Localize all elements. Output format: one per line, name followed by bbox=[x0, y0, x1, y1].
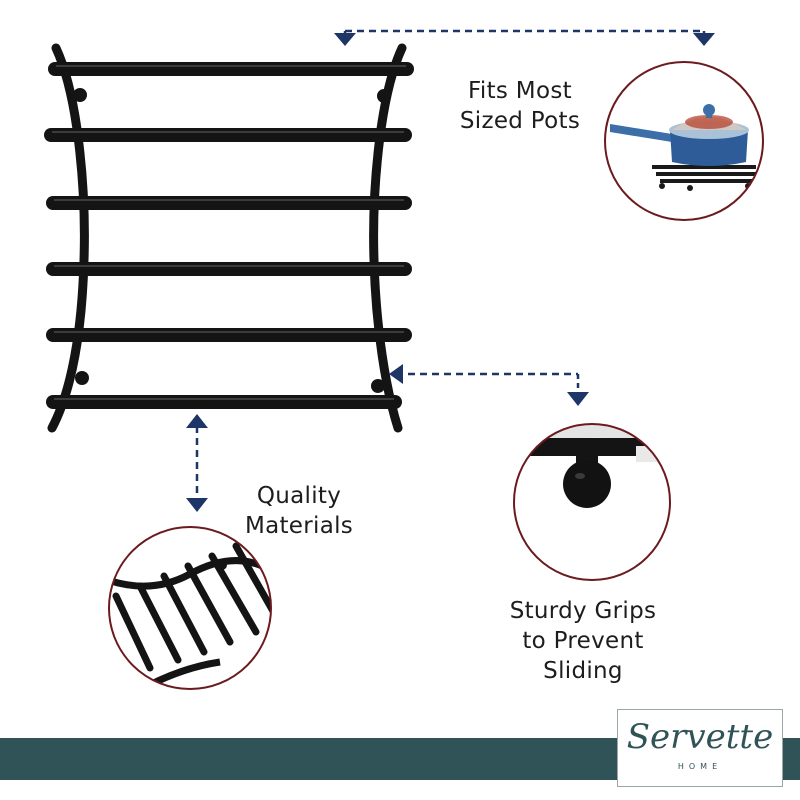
pot-on-trivet-icon bbox=[604, 61, 764, 221]
arrow-right bbox=[389, 364, 589, 406]
callout-grips-text: Sturdy Grips to Prevent Sliding bbox=[509, 598, 657, 684]
trivet-rack-illustration bbox=[44, 43, 414, 433]
brand-logo-sub: HOME bbox=[677, 762, 723, 771]
callout-pots-text: Fits Most Sized Pots bbox=[459, 78, 581, 134]
arrow-bottom bbox=[186, 414, 208, 512]
grip-foot-icon bbox=[513, 423, 671, 581]
brand-logo-name: Servette bbox=[626, 717, 774, 757]
callout-materials-text: Quality Materials bbox=[244, 483, 354, 539]
rack-closeup-icon bbox=[108, 526, 272, 690]
arrow-top bbox=[334, 29, 715, 46]
brand-logo: Servette HOME bbox=[617, 709, 783, 787]
